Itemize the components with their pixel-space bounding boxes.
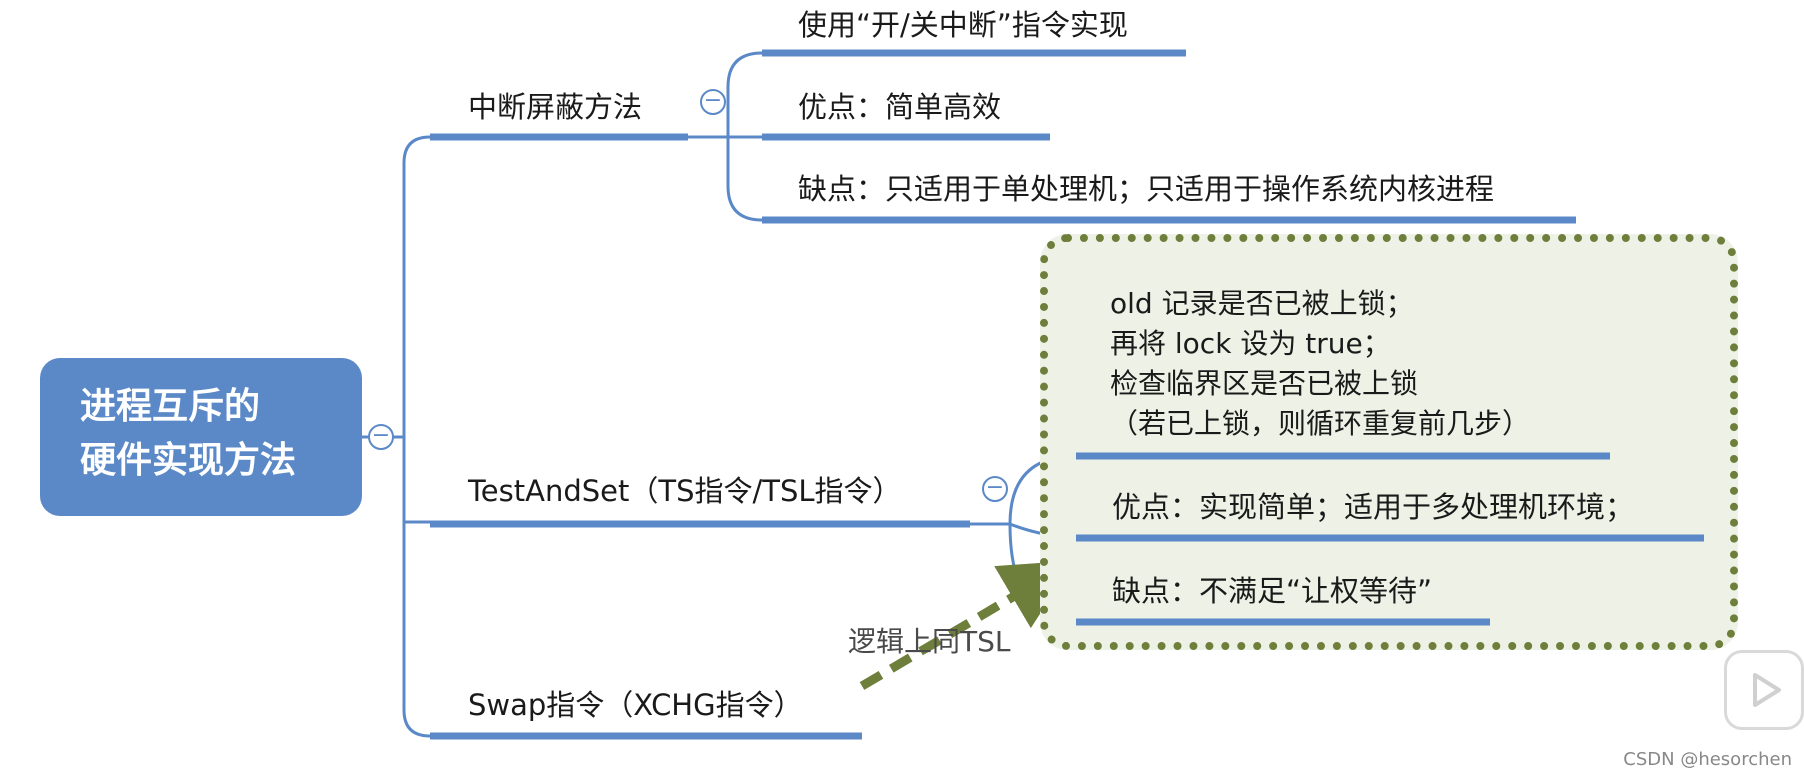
interrupt-child-1[interactable]: 使用“开/关中断”指令实现 — [798, 8, 1128, 42]
ts-desc-line-2: 再将 lock 设为 true； — [1110, 327, 1391, 360]
arrow-note: 逻辑上同TSL — [848, 625, 1011, 658]
root-line-2: 硬件实现方法 — [80, 440, 297, 481]
root-line-1: 进程互斥的 — [80, 386, 261, 427]
ts-cons[interactable]: 缺点：不满足“让权等待” — [1112, 574, 1433, 608]
ts-pros[interactable]: 优点：实现简单；适用于多处理机环境； — [1112, 490, 1635, 524]
interrupt-child-2[interactable]: 优点：简单高效 — [798, 90, 1002, 124]
branch-interrupt-label[interactable]: 中断屏蔽方法 — [468, 90, 643, 124]
branch-testandset-label[interactable]: TestAndSet（TS指令/TSL指令） — [468, 474, 902, 508]
root-node[interactable]: 进程互斥的 硬件实现方法 — [40, 358, 362, 516]
collapse-testandset-icon[interactable]: − — [982, 476, 1008, 502]
collapse-interrupt-icon[interactable]: − — [700, 89, 726, 115]
collapse-root-icon[interactable]: − — [368, 424, 394, 450]
ts-callout-box — [1040, 234, 1738, 650]
watermark: CSDN @hesorchen — [1623, 749, 1792, 770]
ts-desc-line-4: （若已上锁，则循环重复前几步） — [1110, 407, 1531, 440]
play-icon[interactable] — [1724, 650, 1804, 730]
ts-desc-line-3: 检查临界区是否已被上锁 — [1110, 367, 1419, 400]
ts-desc-line-1: old 记录是否已被上锁； — [1110, 287, 1414, 320]
branch-swap-label[interactable]: Swap指令（XCHG指令） — [468, 688, 803, 722]
ts-description[interactable]: old 记录是否已被上锁； 再将 lock 设为 true； 检查临界区是否已被… — [1110, 284, 1530, 444]
interrupt-child-3[interactable]: 缺点：只适用于单处理机；只适用于操作系统内核进程 — [798, 172, 1495, 206]
